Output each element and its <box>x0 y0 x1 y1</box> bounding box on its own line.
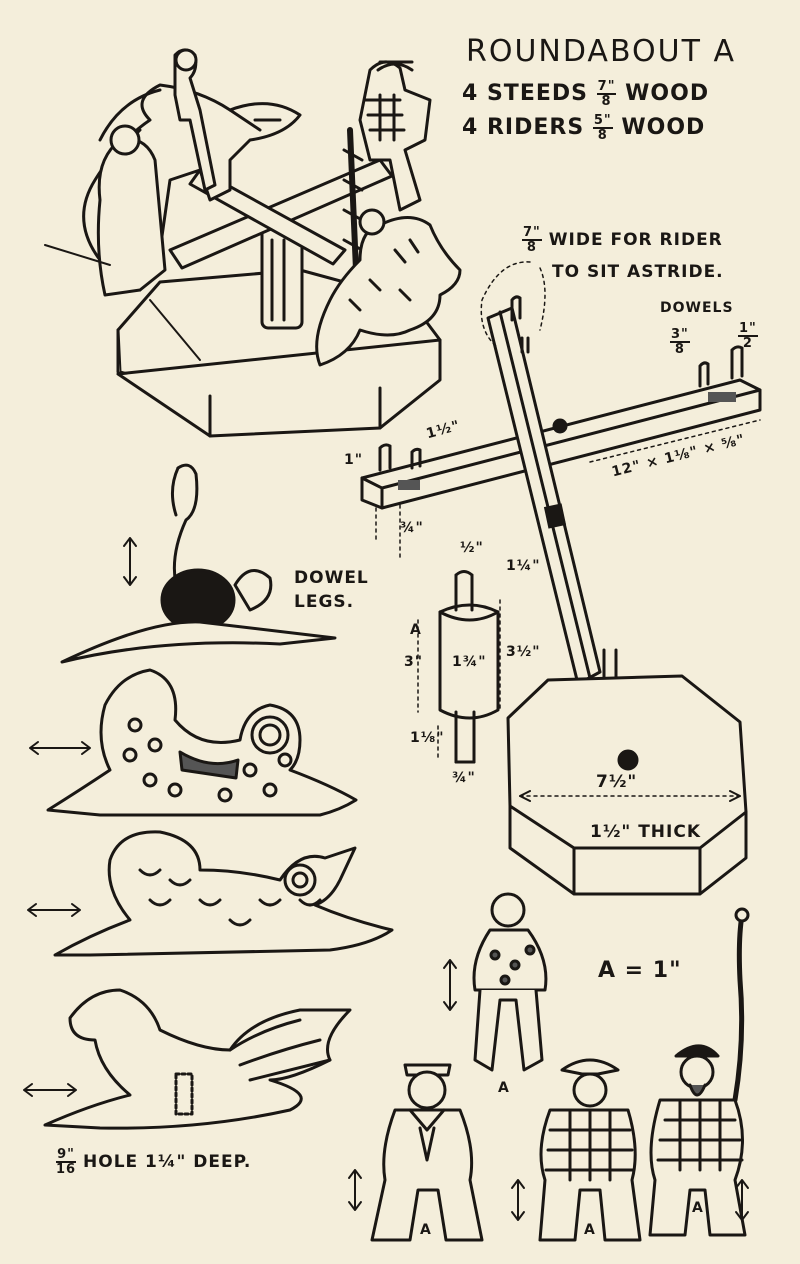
materials-steeds-qty: 4 STEEDS <box>462 81 588 106</box>
rider-width-den: 8 <box>526 240 537 255</box>
dim-post-3-1-2: 3½" <box>506 644 541 660</box>
rider-width-note: 7" 8 WIDE FOR RIDER <box>522 226 723 254</box>
dim-one-inch: 1" <box>344 452 364 468</box>
materials-riders: 4 RIDERS 5" 8 WOOD <box>462 114 705 142</box>
hole-text: HOLE 1¼" DEEP. <box>83 1152 252 1172</box>
scale-note: A = 1" <box>598 958 682 983</box>
rider-sailor <box>348 1063 484 1242</box>
dowel-left-den: 8 <box>674 342 685 357</box>
exploded-assembly <box>360 261 762 896</box>
materials-steeds-unit: WOOD <box>625 81 710 106</box>
materials-steeds-den: 8 <box>601 94 612 109</box>
dowel-legs-label: DOWEL <box>294 568 369 588</box>
rider-mark-bearded: A <box>692 1200 704 1216</box>
steed-dragon <box>27 830 394 957</box>
dowels-label: DOWELS <box>660 300 734 316</box>
materials-steeds: 4 STEEDS 7" 8 WOOD <box>462 80 709 108</box>
dim-three-quarter: ¾" <box>400 520 424 536</box>
materials-riders-den: 8 <box>597 128 608 143</box>
steed-goose <box>60 463 337 664</box>
rider-width-num: 7" <box>522 225 542 241</box>
materials-riders-qty: 4 RIDERS <box>462 115 585 140</box>
hole-note: 9"16 HOLE 1¼" DEEP. <box>56 1148 251 1176</box>
rider-mark-sailor: A <box>420 1222 432 1238</box>
hole-num: 9" <box>56 1147 77 1163</box>
materials-steeds-fraction: 7" 8 <box>596 79 617 109</box>
page-title: ROUNDABOUT A <box>466 34 736 69</box>
assembled-dragon <box>315 216 462 367</box>
dim-base-width: 7½" <box>596 772 638 792</box>
dim-post-1-8: 1⅛" <box>410 730 445 746</box>
dowel-size-left: 3"8 <box>670 328 690 356</box>
assembled-arm-2 <box>188 168 347 266</box>
dim-post-3: 3" <box>404 654 424 670</box>
materials-riders-fraction: 5" 8 <box>592 113 613 143</box>
dim-post-top: ½" <box>460 540 484 556</box>
materials-riders-num: 5" <box>592 113 613 129</box>
steed-horse <box>29 668 358 817</box>
rider-mark-girl: A <box>498 1080 510 1096</box>
rider-width-text2: TO SIT ASTRIDE. <box>552 262 724 282</box>
steed-cockerel <box>23 988 352 1130</box>
rider-width-text: WIDE FOR RIDER <box>548 230 723 250</box>
cross-arm-horizontal <box>360 378 762 510</box>
rider-bearded-man <box>648 907 750 1237</box>
hole-den: 16 <box>56 1162 77 1177</box>
dim-base-thick: 1½" THICK <box>590 822 701 842</box>
dowel-legs-label2: LEGS. <box>294 592 355 612</box>
assembled-roundabout <box>44 48 462 438</box>
materials-steeds-num: 7" <box>596 79 617 95</box>
dim-post-dia: 1¼" <box>506 558 541 574</box>
materials-riders-unit: WOOD <box>621 115 706 140</box>
rider-cowboy <box>511 1058 642 1242</box>
dowel-left-num: 3" <box>670 327 690 343</box>
dim-post-a: A <box>410 622 422 638</box>
dowel-size-right: 1"2 <box>738 322 758 350</box>
center-post <box>438 603 500 720</box>
dim-post-13-4: 1¾" <box>452 654 487 670</box>
rider-width-fraction: 7" 8 <box>522 226 542 254</box>
dim-post-3-4: ¾" <box>452 770 476 786</box>
rider-girl <box>443 892 548 1072</box>
dowel-right-den: 2 <box>742 336 753 351</box>
dowel-right-num: 1" <box>738 321 758 337</box>
rider-mark-cowboy: A <box>584 1222 596 1238</box>
